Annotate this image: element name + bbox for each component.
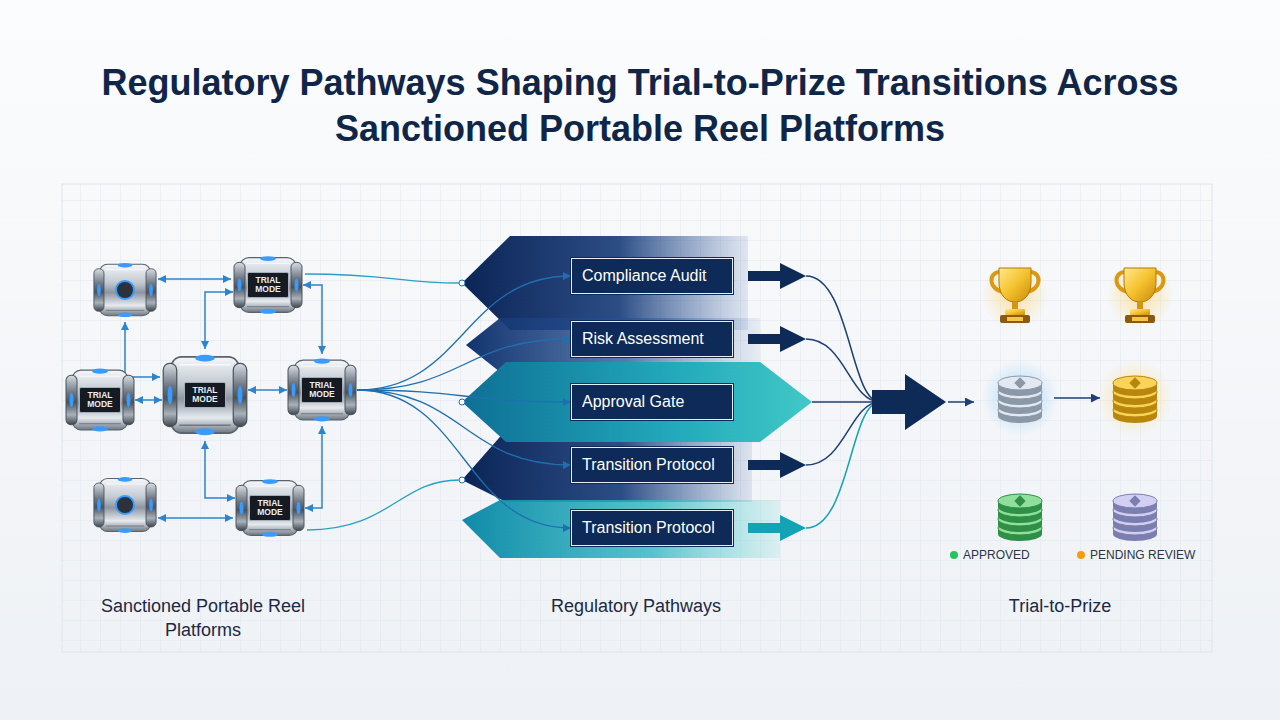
mode-label: TRIAL MODE bbox=[184, 382, 226, 409]
connector bbox=[357, 390, 571, 465]
connector bbox=[135, 399, 162, 401]
title-block: Regulatory Pathways Shaping Trial-to-Pri… bbox=[20, 60, 1260, 152]
pathway-box: Compliance Audit bbox=[571, 258, 733, 294]
reel-light bbox=[116, 281, 134, 299]
legend-label: PENDING REVIEW bbox=[1090, 548, 1195, 562]
mode-label: TRIAL MODE bbox=[247, 272, 289, 299]
legend-dot bbox=[950, 551, 958, 559]
reel-platform: TRIAL MODE bbox=[162, 349, 248, 441]
junction-dot bbox=[459, 477, 465, 483]
glow bbox=[1097, 360, 1173, 436]
grid-panel bbox=[62, 184, 1212, 652]
glow bbox=[981, 261, 1049, 329]
arrow-shape bbox=[748, 452, 806, 478]
reel-body bbox=[66, 369, 134, 432]
mode-label: TRIAL MODE bbox=[301, 377, 343, 404]
chevron-band bbox=[462, 236, 748, 330]
reel-platform: TRIAL MODE bbox=[233, 252, 303, 318]
pathway-label: Risk Assessment bbox=[582, 329, 704, 348]
title: Regulatory Pathways Shaping Trial-to-Pri… bbox=[20, 60, 1260, 152]
merge-line bbox=[806, 402, 880, 528]
feed-line bbox=[307, 480, 459, 530]
connector bbox=[357, 276, 571, 390]
connectors bbox=[135, 276, 571, 528]
section-label: Trial-to-Prize bbox=[960, 594, 1160, 618]
connector bbox=[357, 390, 571, 528]
reel-body bbox=[236, 479, 304, 537]
junction-dot bbox=[459, 399, 465, 405]
reel-platform: TRIAL MODE bbox=[287, 354, 357, 426]
reel-body bbox=[288, 359, 356, 422]
junction-dot bbox=[459, 280, 465, 286]
connector bbox=[357, 390, 571, 402]
section-label: Regulatory Pathways bbox=[506, 594, 766, 618]
prize-icons bbox=[981, 261, 1174, 541]
reel-body bbox=[234, 256, 302, 314]
connector bbox=[305, 426, 322, 508]
pathway-label: Approval Gate bbox=[582, 392, 684, 411]
section-label-block: Regulatory Pathways bbox=[506, 594, 766, 618]
link-line bbox=[158, 517, 233, 519]
link-line bbox=[125, 322, 160, 377]
coin-stack bbox=[1113, 376, 1157, 423]
reel-platform: TRIAL MODE bbox=[235, 475, 305, 541]
pathway-box: Transition Protocol bbox=[571, 447, 733, 483]
connector bbox=[357, 339, 571, 390]
chevron-arrow bbox=[462, 362, 812, 442]
arrow-shape bbox=[748, 326, 806, 352]
legend-item: APPROVED bbox=[950, 548, 1030, 562]
legend-dot bbox=[1077, 551, 1085, 559]
section-label: Sanctioned Portable Reel Platforms bbox=[93, 594, 313, 642]
arrow-shape bbox=[748, 515, 806, 541]
pointer-line bbox=[1054, 397, 1100, 399]
section-label-block: Sanctioned Portable Reel Platforms bbox=[93, 594, 313, 642]
pathway-label: Compliance Audit bbox=[582, 266, 707, 285]
arrow-shape bbox=[748, 263, 806, 289]
trophy-icon bbox=[1116, 268, 1163, 323]
coin-stack bbox=[998, 376, 1042, 423]
mode-label: TRIAL MODE bbox=[79, 387, 121, 414]
connector bbox=[248, 389, 287, 391]
trophy-icon bbox=[991, 268, 1038, 323]
pathway-box: Transition Protocol bbox=[571, 510, 733, 546]
merge-line bbox=[806, 276, 880, 402]
merge-line bbox=[806, 339, 880, 402]
connector bbox=[205, 292, 233, 349]
section-label-block: Trial-to-Prize bbox=[960, 594, 1160, 618]
reel-platform: TRIAL MODE bbox=[65, 364, 135, 436]
pathway-label: Transition Protocol bbox=[582, 518, 715, 537]
reel-light bbox=[116, 496, 134, 514]
feed-line bbox=[305, 274, 459, 283]
legend-label: APPROVED bbox=[963, 548, 1030, 562]
mode-label: TRIAL MODE bbox=[249, 495, 291, 522]
pathway-box: Risk Assessment bbox=[571, 321, 733, 357]
connector bbox=[303, 285, 322, 354]
connector bbox=[205, 441, 235, 498]
glow bbox=[1106, 261, 1174, 329]
link-line bbox=[158, 278, 231, 280]
reel-icon bbox=[94, 263, 156, 317]
pathway-label: Transition Protocol bbox=[582, 455, 715, 474]
merge-line bbox=[812, 401, 880, 403]
outflow-arrows bbox=[748, 263, 974, 541]
glow bbox=[982, 360, 1058, 436]
reel-body bbox=[163, 355, 247, 435]
coin-stack bbox=[1113, 494, 1157, 541]
legend-item: PENDING REVIEW bbox=[1077, 548, 1195, 562]
pathway-box: Approval Gate bbox=[571, 384, 733, 420]
reel-icon bbox=[94, 477, 156, 533]
pointer-line bbox=[948, 401, 974, 403]
merge-line bbox=[806, 402, 880, 465]
coin-stack bbox=[998, 494, 1042, 541]
big-arrow bbox=[872, 374, 946, 430]
